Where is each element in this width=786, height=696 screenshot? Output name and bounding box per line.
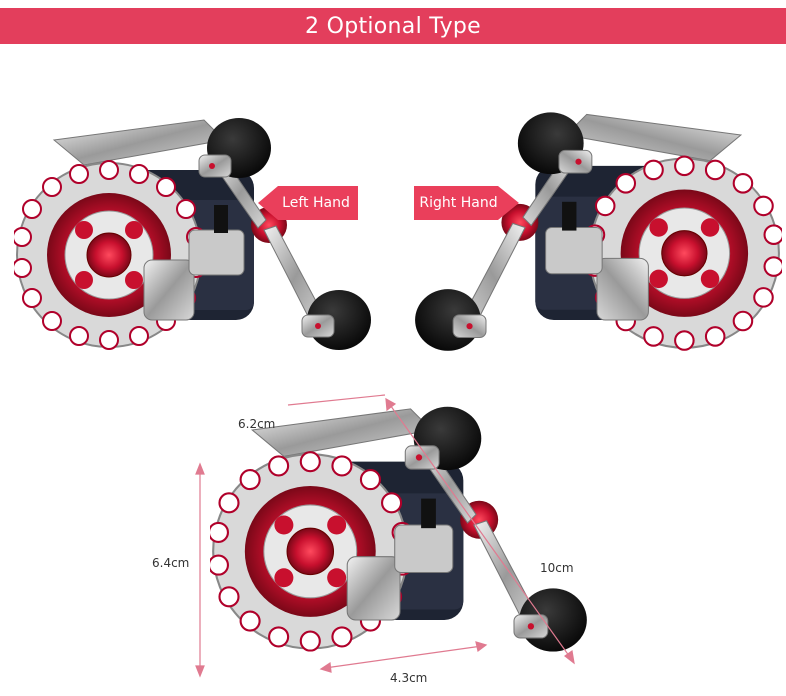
dim-bottom-width-label: 4.3cm: [390, 671, 428, 685]
right-hand-text: Right Hand: [419, 195, 498, 211]
right-hand-reel-image: [412, 95, 782, 360]
dim-top-width-label: 6.2cm: [238, 417, 276, 431]
section-banner: 2 Optional Type: [0, 8, 786, 44]
left-hand-text: Left Hand: [282, 195, 350, 211]
right-hand-arrow-label: Right Hand: [414, 186, 519, 220]
banner-title: 2 Optional Type: [304, 13, 482, 39]
left-hand-reel-image: [14, 100, 374, 360]
dim-length-label: 10cm: [540, 561, 574, 575]
dim-height-label: 6.4cm: [152, 556, 190, 570]
left-hand-arrow-label: Left Hand: [258, 186, 358, 220]
